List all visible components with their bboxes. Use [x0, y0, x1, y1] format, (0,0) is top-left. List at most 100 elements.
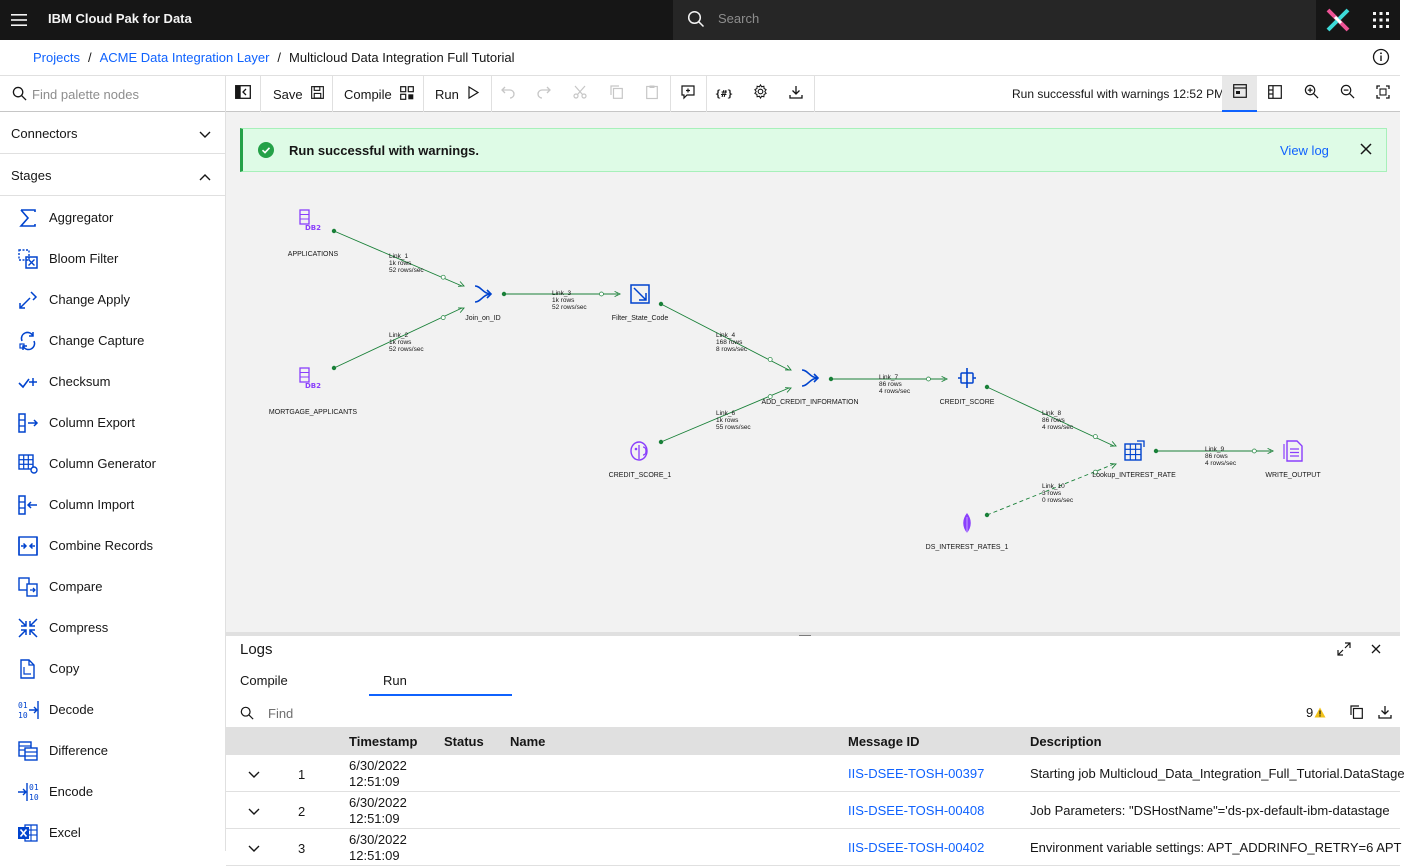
tab-run[interactable]: Run	[369, 666, 512, 696]
flow-node-ds-rates[interactable]	[963, 513, 971, 533]
product-name[interactable]: IBM Cloud Pak for Data	[48, 11, 192, 26]
link-port[interactable]	[984, 512, 990, 518]
stage-item-column-generator[interactable]: Column Generator	[0, 443, 225, 484]
redo-button[interactable]	[527, 76, 561, 112]
flow-link[interactable]	[331, 228, 465, 287]
link-port[interactable]	[501, 291, 507, 297]
flow-link[interactable]	[658, 387, 792, 445]
link-port[interactable]	[1153, 448, 1159, 454]
close-icon[interactable]	[1359, 142, 1373, 161]
flow-node-join[interactable]	[474, 285, 493, 303]
close-icon[interactable]	[1370, 642, 1382, 660]
stage-item-change-capture[interactable]: Change Capture	[0, 320, 225, 361]
run-button[interactable]: Run	[435, 76, 480, 112]
undo-button[interactable]	[491, 76, 525, 112]
stage-item-copy[interactable]: Copy	[0, 648, 225, 689]
stage-item-change-apply[interactable]: Change Apply	[0, 279, 225, 320]
flow-node-mortgage[interactable]: DB2	[299, 367, 321, 390]
flow-node-credit-score[interactable]	[958, 368, 976, 388]
column-header-message-id[interactable]: Message ID	[848, 734, 920, 749]
paste-button[interactable]	[635, 76, 669, 112]
column-header-timestamp[interactable]: Timestamp	[349, 734, 418, 749]
menu-icon[interactable]	[0, 0, 38, 40]
row-message-id-link[interactable]: IIS-DSEE-TOSH-00397	[848, 766, 985, 781]
copy-button[interactable]	[599, 76, 633, 112]
stage-item-checksum[interactable]: Checksum	[0, 361, 225, 402]
flow-link[interactable]	[331, 307, 465, 371]
flow-link[interactable]	[984, 384, 1117, 447]
flow-link[interactable]	[828, 375, 949, 383]
warning-count[interactable]: 9	[1306, 705, 1326, 721]
stage-item-difference[interactable]: Difference	[0, 730, 225, 771]
toggle-palette-button[interactable]	[226, 76, 260, 112]
view-log-link[interactable]: View log	[1280, 143, 1329, 158]
download-icon[interactable]	[1378, 705, 1392, 724]
maximize-icon[interactable]	[1337, 642, 1351, 661]
flow-node-write[interactable]	[1283, 440, 1303, 462]
stage-item-column-import[interactable]: Column Import	[0, 484, 225, 525]
copy-icon[interactable]	[1350, 705, 1363, 724]
row-message-id-link[interactable]: IIS-DSEE-TOSH-00402	[848, 840, 985, 855]
link-port[interactable]	[331, 228, 337, 234]
flow-node-applications[interactable]: DB2	[299, 209, 321, 232]
parameters-button[interactable]: {#}	[707, 76, 741, 112]
column-header-description[interactable]: Description	[1030, 734, 1102, 749]
info-icon[interactable]	[1372, 48, 1390, 71]
app-switcher-icon[interactable]	[1362, 0, 1400, 40]
palette-search-input[interactable]	[32, 84, 218, 104]
flow-link[interactable]	[501, 290, 622, 298]
stages-accordion[interactable]: Stages	[0, 154, 225, 196]
global-search[interactable]: Search	[673, 0, 1316, 40]
save-button[interactable]: Save	[273, 76, 324, 112]
link-port[interactable]	[828, 376, 834, 382]
stage-item-combine-records[interactable]: Combine Records	[0, 525, 225, 566]
column-header-status[interactable]: Status	[444, 734, 484, 749]
flow-node-lookup[interactable]	[1124, 440, 1145, 461]
flow-node-credit-score-1[interactable]	[630, 441, 648, 461]
flow-node-add-credit[interactable]	[801, 369, 820, 387]
success-notification: Run successful with warnings. View log	[240, 128, 1387, 172]
stage-item-column-export[interactable]: Column Export	[0, 402, 225, 443]
settings-button[interactable]	[743, 76, 777, 112]
stage-item-bloom-filter[interactable]: Bloom Filter	[0, 238, 225, 279]
row-message-id-link[interactable]: IIS-DSEE-TOSH-00408	[848, 803, 985, 818]
tab-compile[interactable]: Compile	[226, 666, 369, 696]
comment-button[interactable]	[671, 76, 705, 112]
connectors-accordion[interactable]: Connectors	[0, 112, 225, 154]
flow-node-filter[interactable]	[630, 284, 650, 304]
fit-to-screen-button[interactable]	[1366, 76, 1400, 112]
stage-item-compare[interactable]: Compare	[0, 566, 225, 607]
download-button[interactable]	[779, 76, 813, 112]
zoom-in-button[interactable]	[1294, 76, 1328, 112]
columns-view-button[interactable]	[1258, 76, 1292, 112]
link-port[interactable]	[984, 384, 990, 390]
link-port[interactable]	[658, 439, 664, 445]
flow-link[interactable]	[658, 301, 792, 371]
canvas-view-toggle[interactable]	[1222, 76, 1257, 112]
chevron-down-icon[interactable]	[248, 767, 260, 782]
cut-button[interactable]	[563, 76, 597, 112]
link-port[interactable]	[658, 301, 664, 307]
flow-link[interactable]	[984, 463, 1117, 518]
breadcrumb-project[interactable]: ACME Data Integration Layer	[99, 50, 270, 65]
product-logo-icon[interactable]	[1318, 0, 1358, 40]
compile-button[interactable]: Compile	[344, 76, 414, 112]
flow-link[interactable]	[1153, 447, 1275, 455]
stage-item-compress[interactable]: Compress	[0, 607, 225, 648]
stage-item-excel[interactable]: Excel	[0, 812, 225, 853]
logs-find-input[interactable]	[268, 704, 568, 722]
link-port[interactable]	[331, 365, 337, 371]
zoom-out-button[interactable]	[1330, 76, 1364, 112]
breadcrumb-projects[interactable]: Projects	[33, 50, 80, 65]
chevron-down-icon[interactable]	[248, 841, 260, 856]
link-name: Link_2	[389, 332, 409, 339]
column-header-name[interactable]: Name	[510, 734, 546, 749]
stage-item-aggregator[interactable]: Aggregator	[0, 197, 225, 238]
chevron-down-icon[interactable]	[248, 804, 260, 819]
